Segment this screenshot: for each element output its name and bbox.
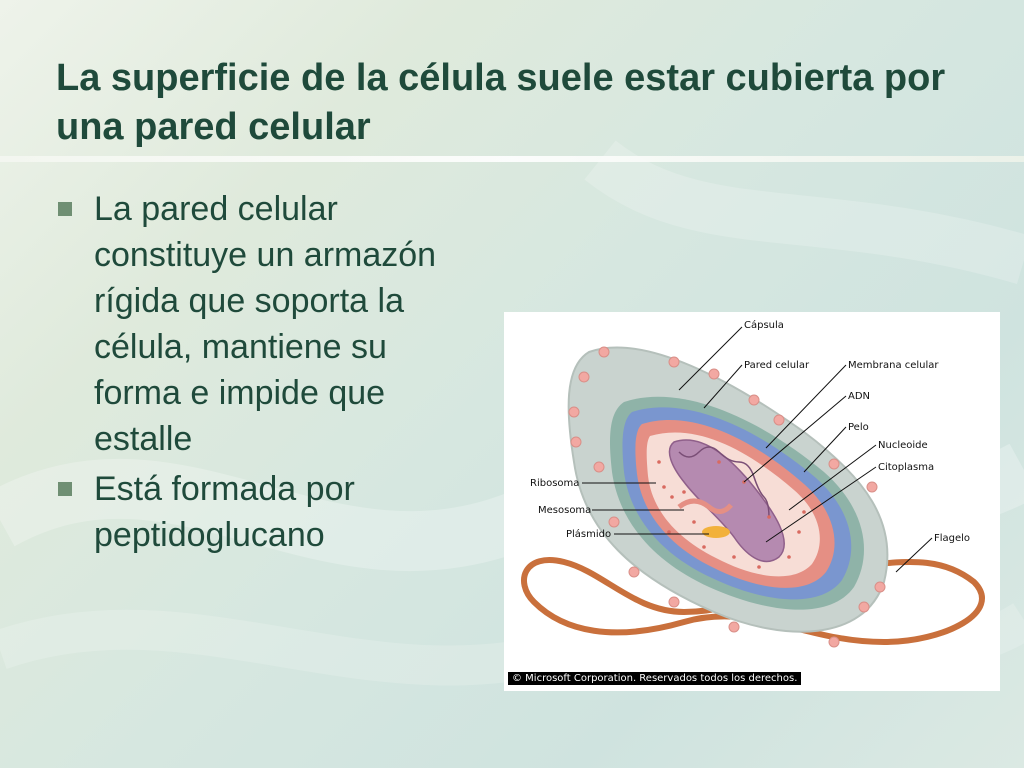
label-flagelo: Flagelo xyxy=(934,533,970,544)
label-citoplasma: Citoplasma xyxy=(878,462,934,473)
flagellum-shape xyxy=(521,557,985,646)
bullet-text: Está formada por peptidoglucano xyxy=(94,470,355,554)
label-plasmido: Plásmido xyxy=(566,528,611,540)
label-ribosoma: Ribosoma xyxy=(530,478,579,489)
square-bullet-icon xyxy=(58,482,72,496)
label-capsula: Cápsula xyxy=(744,319,784,331)
label-pelo: Pelo xyxy=(848,422,869,433)
bullet-item: La pared celular constituye un armazón r… xyxy=(56,186,476,462)
title-divider xyxy=(0,156,1024,162)
bullet-item: Está formada por peptidoglucano xyxy=(56,466,476,558)
copyright-notice: © Microsoft Corporation. Reservados todo… xyxy=(508,672,802,685)
label-nucleoide: Nucleoide xyxy=(878,440,928,451)
plasmid-shape xyxy=(702,526,730,538)
label-membrana-celular: Membrana celular xyxy=(848,360,939,371)
bullet-list: La pared celular constituye un armazón r… xyxy=(56,186,476,562)
bullet-text: La pared celular constituye un armazón r… xyxy=(94,190,437,458)
bacterium-illustration: Cápsula Pared celular Membrana celular A… xyxy=(521,319,985,648)
label-adn: ADN xyxy=(848,391,870,402)
mesosome-shape xyxy=(677,498,733,514)
label-pared-celular: Pared celular xyxy=(744,360,810,371)
label-mesosoma: Mesosoma xyxy=(538,505,591,516)
bacterium-diagram: Cápsula Pared celular Membrana celular A… xyxy=(504,312,1000,691)
nucleoid-shape xyxy=(668,439,785,563)
slide-title: La superficie de la célula suele estar c… xyxy=(56,57,946,148)
square-bullet-icon xyxy=(58,202,72,216)
